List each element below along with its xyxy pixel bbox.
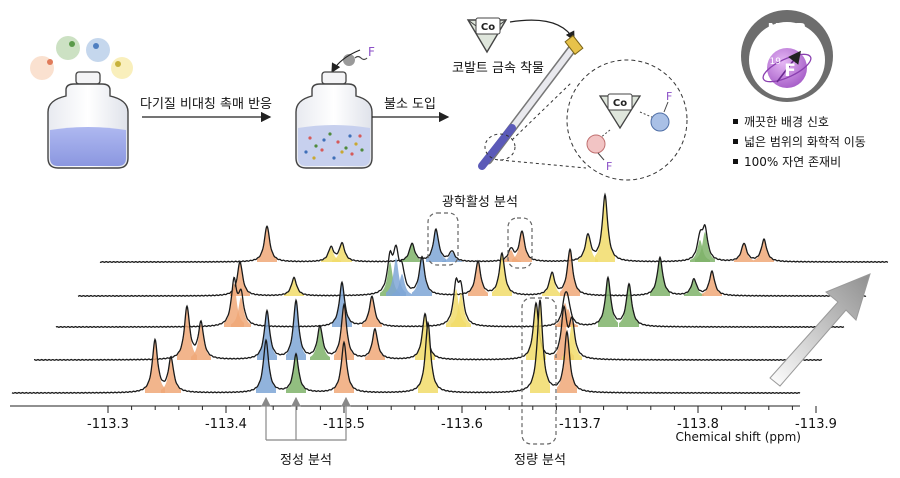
svg-text:F: F bbox=[606, 160, 612, 173]
x-tick-label: -113.3 bbox=[87, 417, 129, 432]
arrow-step-2: 불소 도입 bbox=[372, 97, 450, 123]
fluorine-symbol: F bbox=[368, 45, 375, 59]
bullet-2: 넓은 범위의 화학적 이동 bbox=[744, 135, 866, 149]
x-tick-label: -113.5 bbox=[323, 417, 365, 432]
qualitative-annotation: 정성 분석 bbox=[261, 396, 351, 468]
x-tick-label: -113.7 bbox=[559, 417, 601, 432]
axis-title: Chemical shift (ppm) bbox=[675, 430, 801, 444]
cobalt-complex-icon: Co bbox=[466, 17, 508, 54]
cobalt-label: 코발트 금속 착물 bbox=[452, 61, 544, 76]
nmr-badge: NMR 19 F bbox=[741, 10, 833, 102]
qualitative-label: 정성 분석 bbox=[280, 453, 332, 468]
nmr-badge-title: NMR bbox=[767, 20, 806, 38]
vial-1 bbox=[47, 71, 129, 169]
spectrum-trace bbox=[11, 299, 801, 394]
isotope-symbol: F bbox=[784, 61, 796, 81]
nmr-bullets: 깨끗한 배경 신호 넓은 범위의 화학적 이동 100% 자연 존재비 bbox=[733, 115, 866, 169]
svg-text:F: F bbox=[666, 90, 672, 103]
svg-text:Co: Co bbox=[481, 22, 495, 33]
isotope-mass: 19 bbox=[770, 57, 782, 67]
quantitative-annotation: 정량 분석 bbox=[514, 297, 566, 468]
spectrum-trace bbox=[77, 244, 867, 297]
x-tick-label: -113.8 bbox=[677, 417, 719, 432]
bullet-1: 깨끗한 배경 신호 bbox=[744, 115, 829, 129]
zoom-source bbox=[484, 133, 516, 161]
vial-2 bbox=[295, 71, 373, 169]
zoom-circle: Co F F bbox=[566, 59, 688, 181]
complex-arrow bbox=[509, 19, 575, 42]
step1-label: 다기질 비대칭 촉매 반응 bbox=[140, 97, 272, 112]
fluoride-reagent: F bbox=[331, 45, 375, 74]
chiral-label: 광학활성 분석 bbox=[442, 195, 518, 210]
stacked-spectra bbox=[11, 192, 889, 394]
step2-label: 불소 도입 bbox=[384, 97, 436, 112]
chiral-annotation: 광학활성 분석 bbox=[427, 195, 533, 269]
spectrum-trace bbox=[99, 192, 889, 263]
arrow-step-1: 다기질 비대칭 촉매 반응 bbox=[140, 97, 272, 123]
svg-text:Co: Co bbox=[613, 98, 627, 109]
x-axis: -113.3 -113.4 -113.5 -113.6 -113.7 -113.8 -113… bbox=[10, 405, 837, 444]
x-tick-label: -113.9 bbox=[795, 417, 837, 432]
quantitative-label: 정량 분석 bbox=[514, 453, 566, 468]
x-tick-label: -113.4 bbox=[205, 417, 247, 432]
nmr-tube bbox=[478, 34, 584, 170]
substrate-dots bbox=[30, 36, 133, 80]
stack-direction-arrow bbox=[769, 273, 871, 387]
bullet-3: 100% 자연 존재비 bbox=[744, 155, 841, 169]
x-tick-label: -113.6 bbox=[441, 417, 483, 432]
